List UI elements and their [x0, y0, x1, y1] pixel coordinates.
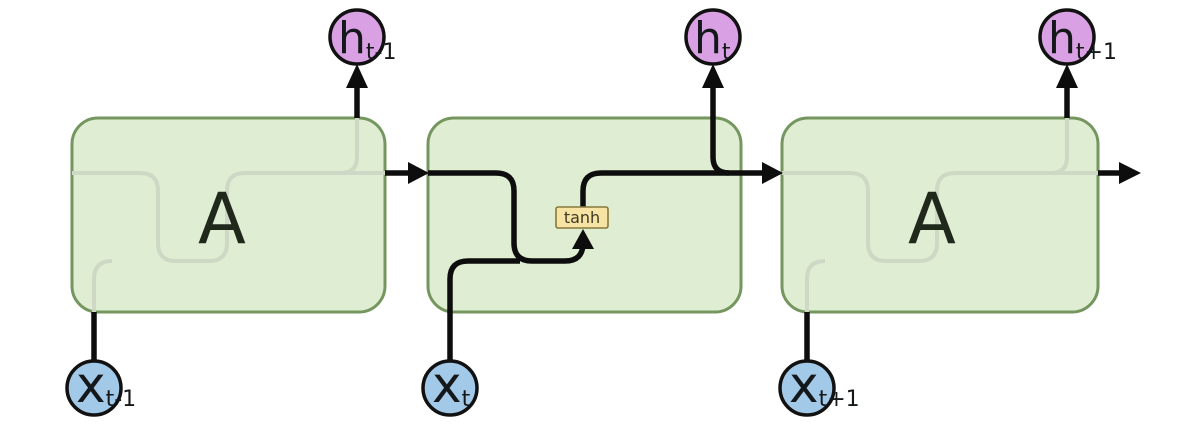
input-label-x-t-1: xt-1	[76, 356, 136, 414]
arrow-right-icon	[762, 162, 783, 184]
hidden-state-label-t-plus-1: ht+1	[1048, 13, 1117, 65]
input-label-x-t-plus-1: xt+1	[789, 356, 860, 414]
ghost-main-path	[782, 171, 1098, 263]
label-base: x	[76, 356, 106, 414]
arrow-up-icon	[1056, 64, 1078, 88]
ghost-output-branch	[340, 118, 359, 175]
ghost-main-path	[72, 171, 385, 263]
label-subscript: t+1	[1076, 40, 1117, 65]
hidden-state-node-t	[684, 8, 742, 66]
label-base: h	[338, 13, 366, 64]
label-base: x	[789, 356, 819, 414]
input-node-x-t-plus-1	[778, 359, 836, 417]
ghost-input-branch	[805, 259, 826, 312]
arrow-up-to-h-t-icon	[702, 64, 724, 88]
ghost-wires-cell-t-1	[72, 118, 385, 312]
label-base: h	[1048, 13, 1076, 64]
ghost-wires-cell-t-plus-1	[782, 118, 1098, 312]
cell-label-a-right: A	[908, 178, 956, 260]
signal-wires-cell-t	[428, 64, 741, 362]
input-node-x-t	[421, 359, 479, 417]
label-base: h	[694, 13, 722, 64]
label-base: x	[432, 356, 462, 414]
hidden-state-node-t-plus-1	[1038, 8, 1096, 66]
connector-middle-to-right	[741, 162, 783, 184]
label-subscript: t-1	[366, 40, 397, 65]
wire-tanh-output	[580, 170, 741, 207]
hidden-state-node-t-1	[328, 8, 386, 66]
label-subscript: t-1	[106, 387, 137, 412]
wire-x-input	[447, 258, 520, 362]
arrow-right-icon	[408, 162, 429, 184]
input-label-x-t: xt	[432, 356, 471, 414]
hidden-state-label-t-1: ht-1	[338, 13, 396, 65]
label-subscript: t	[462, 387, 471, 412]
wire-branch-to-hidden	[710, 86, 730, 176]
cell-label-a-left: A	[198, 178, 246, 260]
ghost-output-branch	[1050, 118, 1069, 175]
label-subscript: t+1	[819, 387, 860, 412]
tanh-label: tanh	[564, 208, 600, 227]
arrow-right-icon	[1119, 162, 1141, 184]
output-arrow-h-t-1	[346, 64, 368, 118]
output-arrow-h-t-plus-1	[1056, 64, 1078, 118]
input-node-x-t-1	[65, 359, 123, 417]
label-subscript: t	[722, 40, 731, 65]
connector-right-to-output	[1098, 162, 1141, 184]
ghost-input-branch	[92, 259, 113, 312]
tanh-activation-box	[555, 206, 609, 229]
rnn-cell-t-plus-1	[780, 116, 1100, 314]
arrow-into-tanh-icon	[572, 229, 594, 249]
arrow-up-icon	[346, 64, 368, 88]
hidden-state-label-t: ht	[694, 13, 731, 65]
wire-hidden-input	[428, 170, 586, 264]
connector-left-to-middle	[385, 162, 429, 184]
